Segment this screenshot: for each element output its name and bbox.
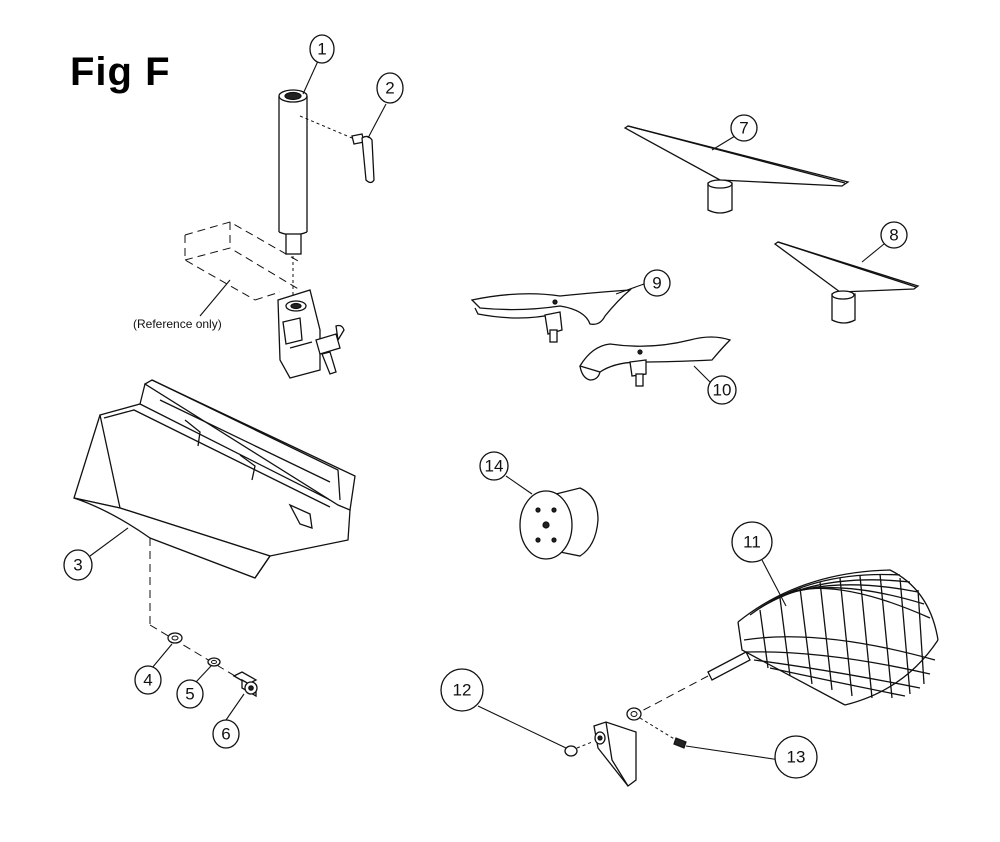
callout-10: 10 [707,375,737,405]
part-2-lock-handle [299,115,375,184]
figure-title: Fig F [70,50,171,94]
callout-8: 8 [880,221,908,249]
leader-8 [861,243,885,263]
part-5-washer [207,657,221,667]
callout-6: 6 [212,719,240,749]
callout-13: 13 [774,735,818,779]
part-13-set-screw [673,737,687,749]
svg-text:9: 9 [652,274,661,293]
svg-text:11: 11 [743,533,761,552]
svg-text:1: 1 [317,40,326,59]
leader-6 [225,693,245,721]
leader-7 [711,135,736,151]
leader-11 [761,559,787,607]
bushing [626,707,677,741]
svg-text:2: 2 [385,79,394,98]
leader-14 [505,475,533,495]
svg-text:3: 3 [73,556,82,575]
svg-text:7: 7 [739,119,748,138]
reference-note: (Reference only) [133,317,222,331]
part-12-knob [564,741,593,757]
svg-text:4: 4 [143,671,152,690]
svg-text:6: 6 [221,725,230,744]
leader-1 [302,60,319,95]
callout-7: 7 [730,114,758,142]
banjo-clamp [277,289,345,379]
svg-text:13: 13 [787,748,806,767]
callout-2: 2 [376,72,404,104]
leader-5 [195,665,212,683]
leader-9 [615,283,645,295]
callout-12: 12 [440,668,484,712]
callout-1: 1 [309,34,335,64]
leader-3 [89,527,129,557]
leader-2 [367,103,387,139]
callout-4: 4 [134,665,162,695]
leader-4 [151,643,173,669]
svg-text:14: 14 [485,457,504,476]
leader-12 [477,705,567,749]
leader-13 [685,745,781,761]
part-3-base-casting [73,379,356,683]
part-6-bolt [232,671,258,698]
svg-text:5: 5 [185,685,194,704]
callout-11: 11 [731,521,773,563]
svg-text:10: 10 [713,381,732,400]
part-4-washer [167,632,183,644]
part-1-tool-rest-post [278,89,308,300]
callout-14: 14 [479,451,509,481]
part-9-curved-tool-rest [470,289,632,343]
part-11-wire-guard [635,569,939,715]
callout-3: 3 [63,549,93,581]
part-10-curved-tool-rest [579,336,732,387]
reference-bed-outline [184,221,301,317]
guard-bracket [593,721,637,787]
svg-text:12: 12 [453,681,472,700]
part-7-large-tool-rest [623,125,850,214]
part-14-faceplate [519,487,599,560]
part-8-small-tool-rest [773,241,920,324]
svg-text:8: 8 [889,226,898,245]
leader-10 [693,365,711,383]
callout-9: 9 [643,269,671,297]
callout-5: 5 [176,679,204,709]
